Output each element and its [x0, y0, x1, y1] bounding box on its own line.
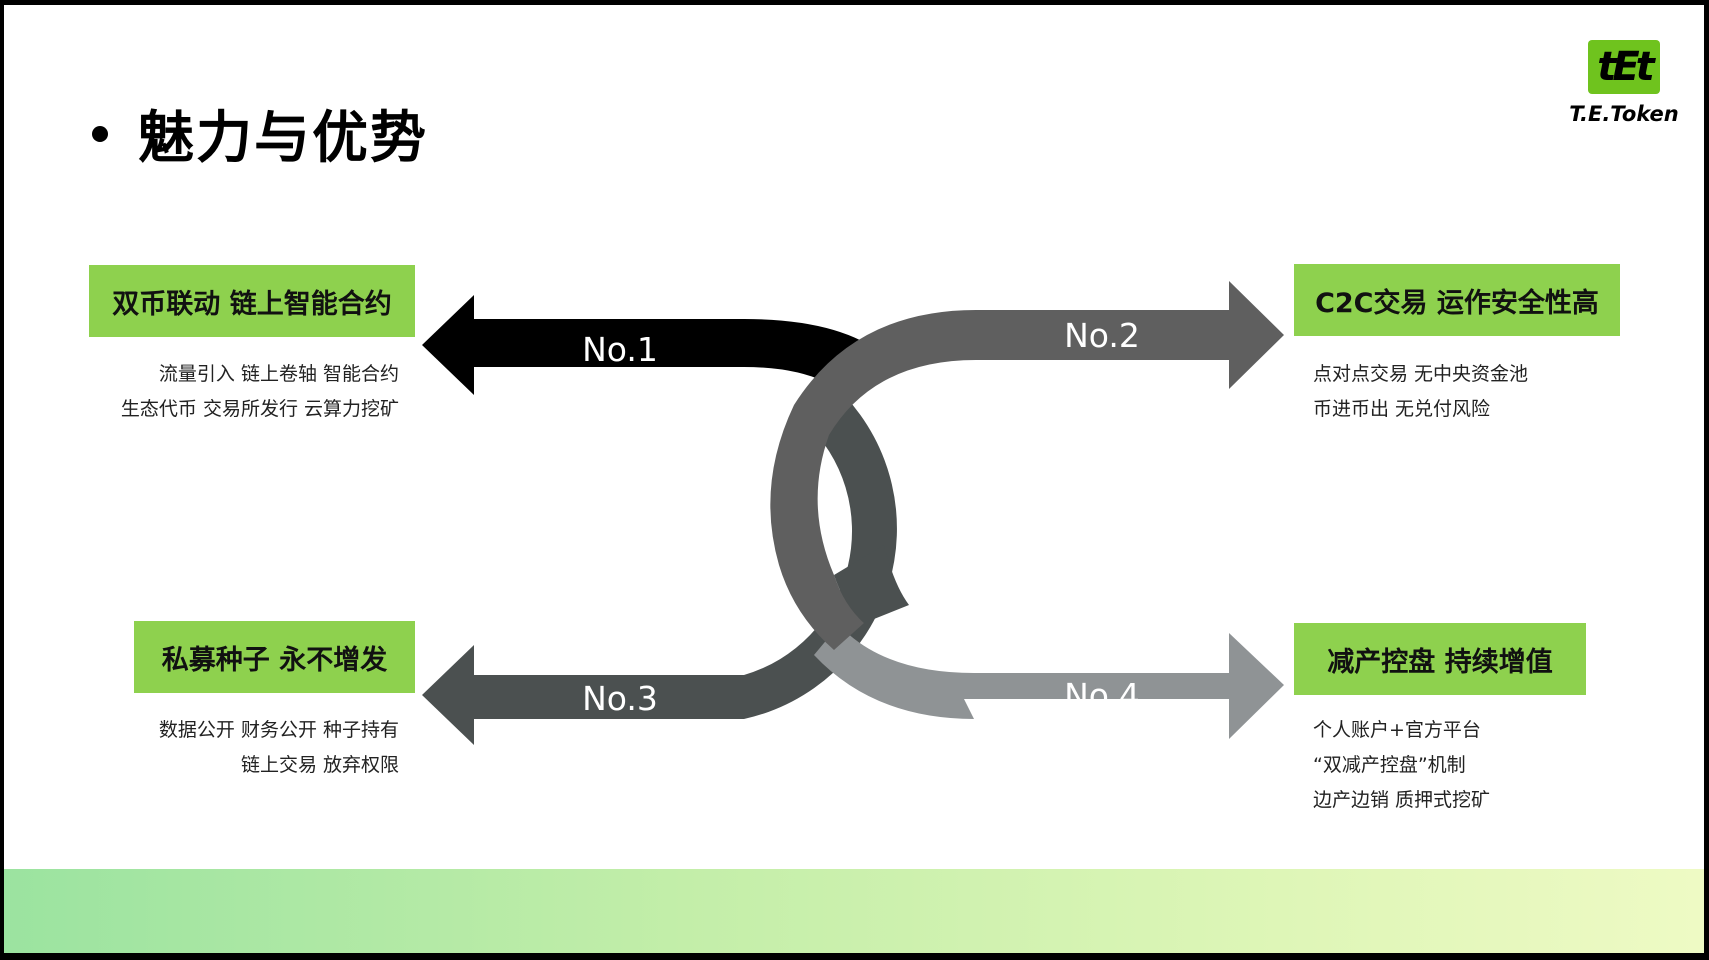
ring-overlap: [834, 545, 909, 623]
feature-desc-3-line-2: 链上交易 放弃权限: [240, 754, 399, 776]
arrow-no4: [814, 625, 1284, 739]
title-row: 魅力与优势: [92, 93, 428, 174]
bottom-gradient-bar: [4, 869, 1704, 953]
feature-heading-1-text: 双币联动 链上智能合约: [112, 288, 392, 320]
bullet-icon: [92, 125, 108, 142]
feature-desc-1: 流量引入 链上卷轴 智能合约 生态代币 交易所发行 云算力挖矿: [89, 357, 399, 427]
arrow-label-no3: No.3: [582, 679, 658, 718]
feature-heading-2: C2C交易 运作安全性高: [1294, 264, 1620, 336]
feature-heading-2-text: C2C交易 运作安全性高: [1315, 287, 1599, 319]
feature-desc-2: 点对点交易 无中央资金池 币进币出 无兑付风险: [1313, 357, 1528, 427]
logo-name: T.E.Token: [1569, 102, 1679, 126]
feature-desc-4-line-2: “双减产控盘”机制: [1313, 754, 1466, 776]
feature-heading-4-text: 减产控盘 持续增值: [1327, 646, 1553, 678]
feature-desc-4-line-1: 个人账户+官方平台: [1313, 719, 1481, 741]
feature-desc-2-line-1: 点对点交易 无中央资金池: [1313, 363, 1529, 385]
feature-heading-1: 双币联动 链上智能合约: [89, 265, 415, 337]
feature-desc-4: 个人账户+官方平台 “双减产控盘”机制 边产边销 质押式挖矿: [1313, 713, 1490, 818]
feature-heading-3: 私募种子 永不增发: [134, 621, 415, 693]
logo-mark: tEt: [1588, 40, 1660, 94]
page-title: 魅力与优势: [138, 106, 428, 171]
feature-desc-3-line-1: 数据公开 财务公开 种子持有: [158, 719, 399, 741]
arrow-no3: [422, 395, 897, 745]
slide: 魅力与优势 tEt T.E.Token No.1 No.2 No.3 No.4 …: [4, 5, 1704, 953]
feature-desc-4-line-3: 边产边销 质押式挖矿: [1313, 789, 1491, 811]
feature-heading-3-text: 私募种子 永不增发: [161, 644, 388, 676]
feature-heading-4: 减产控盘 持续增值: [1294, 623, 1586, 695]
arrow-no1: [422, 295, 884, 397]
logo: tEt T.E.Token: [1564, 40, 1684, 130]
feature-desc-1-line-1: 流量引入 链上卷轴 智能合约: [158, 363, 399, 385]
feature-desc-1-line-2: 生态代币 交易所发行 云算力挖矿: [120, 398, 399, 420]
arrow-no2: [770, 281, 1284, 650]
feature-desc-2-line-2: 币进币出 无兑付风险: [1313, 398, 1491, 420]
arrow-label-no1: No.1: [582, 330, 658, 369]
arrow-diagram: No.1 No.2 No.3 No.4: [422, 281, 1284, 745]
feature-desc-3: 数据公开 财务公开 种子持有 链上交易 放弃权限: [89, 713, 399, 783]
arrow-label-no4: No.4: [1064, 676, 1140, 715]
arrow-label-no2: No.2: [1064, 316, 1140, 355]
